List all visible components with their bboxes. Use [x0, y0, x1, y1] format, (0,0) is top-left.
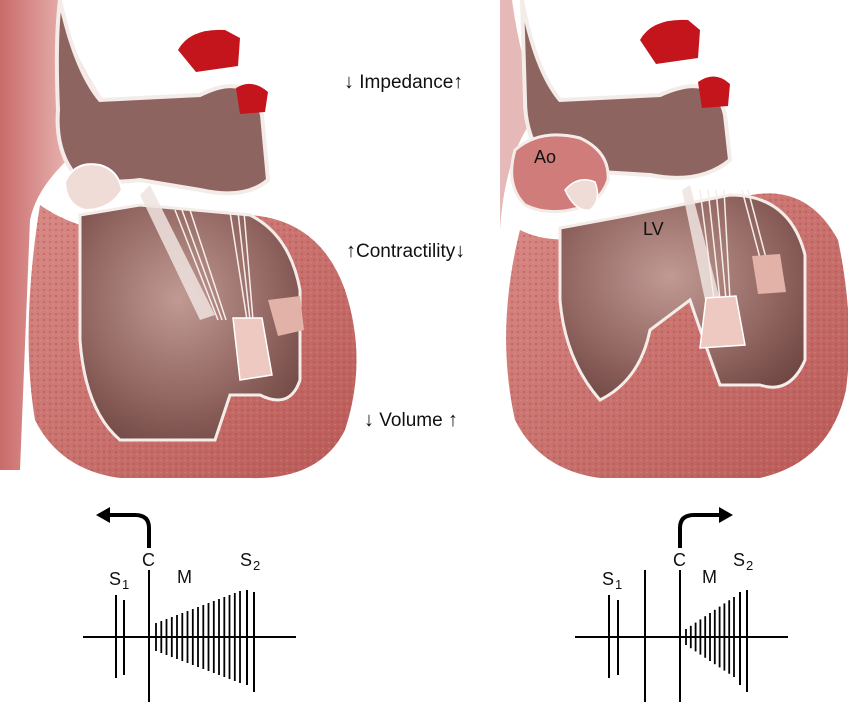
volume-label: ↓ Volume ↑ [364, 410, 458, 430]
left-s2-subscript: 2 [253, 558, 260, 573]
right-phonocardiogram [575, 570, 788, 702]
impedance-label: ↓ Impedance↑ [344, 72, 463, 92]
right-papillary-muscle-2 [752, 254, 786, 294]
right-s1-label: S1 [602, 570, 622, 588]
volume-up-arrow-icon: ↑ [448, 409, 458, 431]
left-phonocardiogram [83, 570, 296, 702]
contractility-label: ↑Contractility↓ [346, 241, 465, 261]
right-aorta-vessel-top [640, 20, 700, 64]
contractility-text: Contractility [356, 241, 455, 262]
impedance-down-arrow-icon: ↓ [344, 71, 354, 93]
right-s2-text: S [733, 550, 745, 570]
left-s1-subscript: 1 [122, 577, 129, 592]
right-m-label: M [702, 568, 717, 586]
contractility-down-arrow-icon: ↓ [455, 240, 465, 262]
left-c-label: C [142, 551, 155, 569]
impedance-text: Impedance [359, 72, 453, 93]
left-aorta-vessel-side [236, 84, 268, 114]
left-aorta-vessel-top [178, 30, 240, 72]
left-s2-label: S2 [240, 551, 260, 569]
left-s1-text: S [109, 569, 121, 589]
right-s1-text: S [602, 569, 614, 589]
left-s1-label: S1 [109, 570, 129, 588]
aorta-label: Ao [534, 148, 556, 166]
right-s2-subscript: 2 [746, 558, 753, 573]
left-s2-text: S [240, 550, 252, 570]
right-c-label: C [673, 551, 686, 569]
impedance-up-arrow-icon: ↑ [453, 71, 463, 93]
contractility-up-arrow-icon: ↑ [346, 240, 356, 262]
right-s2-label: S2 [733, 551, 753, 569]
curved-arrow-right-icon [680, 515, 721, 548]
right-s1-subscript: 1 [615, 577, 622, 592]
left-ventricle-label: LV [643, 220, 664, 238]
volume-text: Volume [379, 410, 442, 431]
right-aorta-vessel-side [698, 76, 730, 108]
curved-arrow-left-icon [108, 515, 149, 548]
volume-down-arrow-icon: ↓ [364, 409, 374, 431]
left-m-label: M [177, 568, 192, 586]
